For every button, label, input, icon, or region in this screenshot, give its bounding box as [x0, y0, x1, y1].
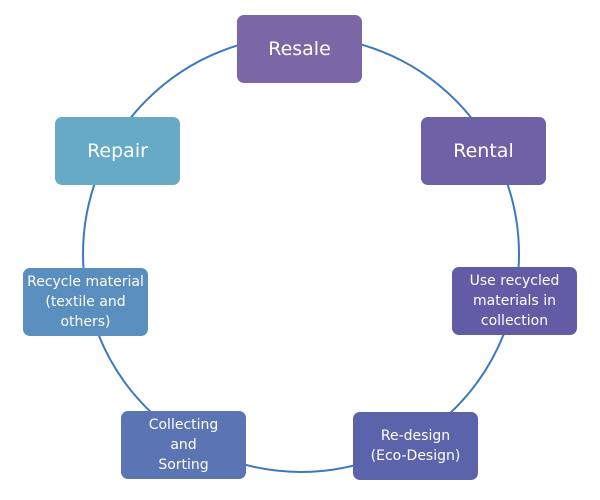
node-recycle-material: Recycle material (textile and others) — [23, 268, 148, 336]
node-repair: Repair — [55, 117, 180, 185]
node-recycle-material-label: Recycle material (textile and others) — [27, 274, 144, 330]
node-rental-label: Rental — [453, 140, 514, 162]
node-collecting-sorting: Collecting and Sorting — [121, 411, 246, 479]
node-use-recycled-materials: Use recycled materials in collection — [452, 267, 577, 335]
node-use-recycled-materials-label: Use recycled materials in collection — [469, 273, 560, 329]
node-redesign-label: Re-design (Eco-Design) — [370, 428, 461, 464]
node-resale-label: Resale — [268, 38, 331, 60]
node-collecting-sorting-label: Collecting and Sorting — [148, 417, 219, 473]
node-redesign: Re-design (Eco-Design) — [353, 412, 478, 480]
node-resale: Resale — [237, 15, 362, 83]
node-repair-label: Repair — [87, 140, 148, 162]
cycle-connector-circle — [82, 35, 520, 473]
node-rental: Rental — [421, 117, 546, 185]
